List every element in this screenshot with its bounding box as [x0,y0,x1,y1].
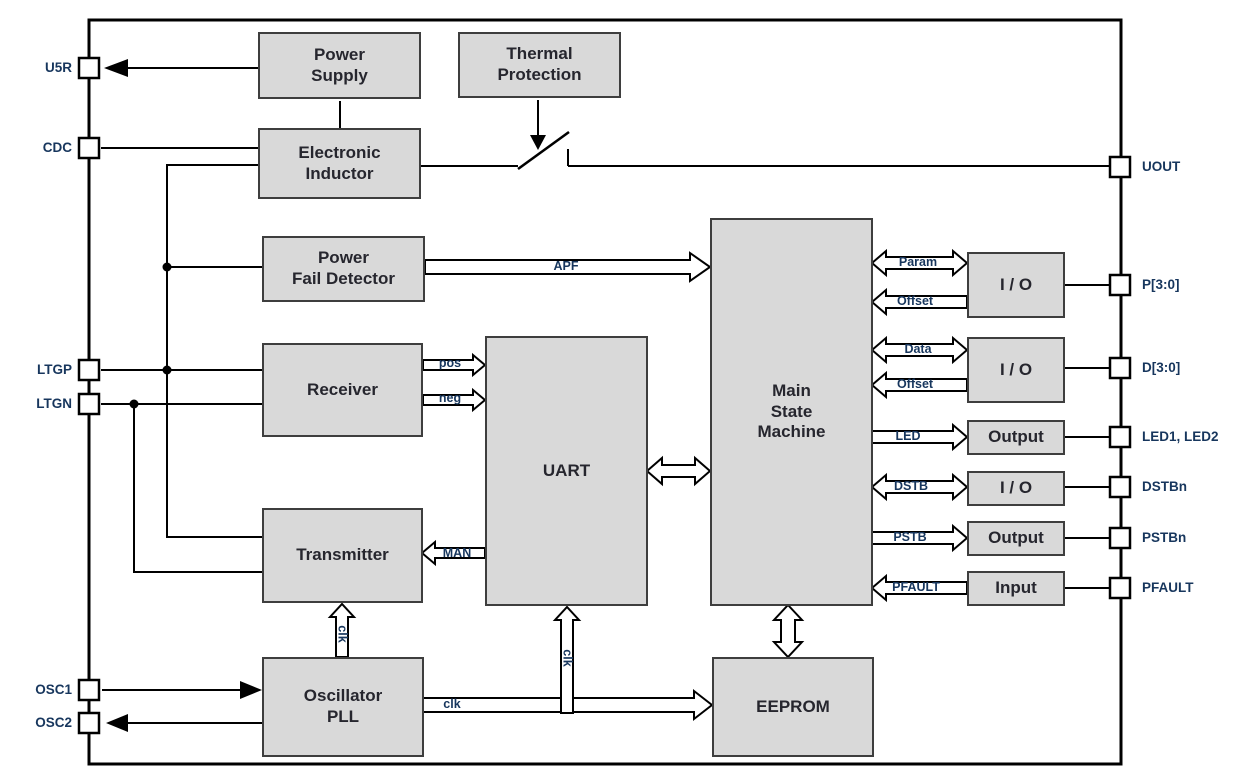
arrowhead-thermal [530,135,546,150]
arrow-msm-eeprom [771,603,805,659]
block-io-data: I / O [967,337,1065,403]
pin-square-osc1 [77,678,101,702]
wire-ltgn-transmitter [133,404,262,573]
junction-dot [162,365,172,375]
signal-label-data: Data [904,341,932,356]
arrow-neg [422,387,487,413]
block-transmitter: Transmitter [262,508,423,603]
pin-label-osc2: OSC2 [35,715,72,730]
arrowhead-u5r [104,59,128,77]
pin-label-ltgn: LTGN [36,396,72,411]
junction-dot [162,262,172,272]
switch-icon [517,130,570,171]
pin-label-cdc: CDC [42,140,72,155]
pin-square-ltgp [77,358,101,382]
block-power-supply: Power Supply [258,32,421,99]
pin-square-ltgn [77,392,101,416]
signal-label-clk-transmitter: clk [335,625,350,643]
block-output-pstb: Output [967,521,1065,556]
pin-label-led12: LED1, LED2 [1142,429,1219,444]
block-output-led: Output [967,420,1065,455]
pin-square-led [1108,425,1132,449]
signal-label-pfault: PFAULT [892,579,940,594]
pin-label-osc1: OSC1 [35,682,72,697]
signal-label-man: MAN [442,545,472,560]
block-main-state-machine: Main State Machine [710,218,873,606]
arrow-man [420,539,486,567]
arrow-led [871,422,969,452]
pin-square-p30 [1108,273,1132,297]
pin-square-cdc [77,136,101,160]
block-eeprom: EEPROM [712,657,874,757]
block-uart: UART [485,336,648,606]
pin-square-d30 [1108,356,1132,380]
block-power-fail-detector: Power Fail Detector [262,236,425,302]
signal-label-neg: neg [438,390,462,405]
pin-square-osc2 [77,711,101,735]
arrow-uart-msm [645,455,712,487]
pin-square-pfault [1108,576,1132,600]
arrow-pfault [870,573,968,603]
block-io-dstb: I / O [967,471,1065,506]
pin-squares [77,56,1132,735]
arrow-clk-uart [552,605,582,714]
pin-square-u5r [77,56,101,80]
pin-label-dstbn: DSTBn [1142,479,1187,494]
arrow-clk-transmitter [327,602,357,658]
signal-label-param: Param [898,254,938,269]
block-thermal-protection: Thermal Protection [458,32,621,98]
signal-label-pstb: PSTB [893,529,927,544]
signal-label-offset-param: Offset [896,293,934,308]
wire-inductor-tap [166,164,262,538]
chip-border [87,18,1123,766]
signal-label-apf: APF [553,258,579,273]
block-oscillator-pll: Oscillator PLL [262,657,424,757]
pin-label-pfault: PFAULT [1142,580,1194,595]
pin-label-d30: D[3:0] [1142,360,1181,375]
arrow-apf [424,251,712,283]
pin-label-ltgp: LTGP [37,362,72,377]
pin-label-u5r: U5R [44,60,72,75]
signal-label-clk-eeprom: clk [443,696,461,711]
arrow-offset-data [870,370,968,400]
arrow-pstb [871,523,969,553]
signal-label-dstb: DSTB [893,478,929,493]
block-electronic-inductor: Electronic Inductor [258,128,421,199]
block-io-param: I / O [967,252,1065,318]
solid-arrowheads [104,59,546,732]
arrow-offset-param [870,287,968,317]
signal-label-pos: pos [438,355,462,370]
signal-label-clk-uart: clk [560,649,575,667]
wire-switch-uout [567,149,1110,167]
block-receiver: Receiver [262,343,423,437]
pin-square-dstbn [1108,475,1132,499]
pin-square-pstbn [1108,526,1132,550]
wires [101,67,1110,724]
block-input-pfault: Input [967,571,1065,606]
pin-label-p30: P[3:0] [1142,277,1180,292]
arrow-pos [422,352,487,378]
junction-dot [129,399,139,409]
signal-label-offset-data: Offset [896,376,934,391]
pin-label-pstbn: PSTBn [1142,530,1187,545]
signal-label-led: LED [895,428,921,443]
junction-dots [129,262,172,409]
pin-square-uout [1108,155,1132,179]
arrowhead-osc2 [106,714,128,732]
hollow-arrows [327,248,969,722]
arrowhead-osc1 [240,681,262,699]
pin-label-uout: UOUT [1142,159,1181,174]
